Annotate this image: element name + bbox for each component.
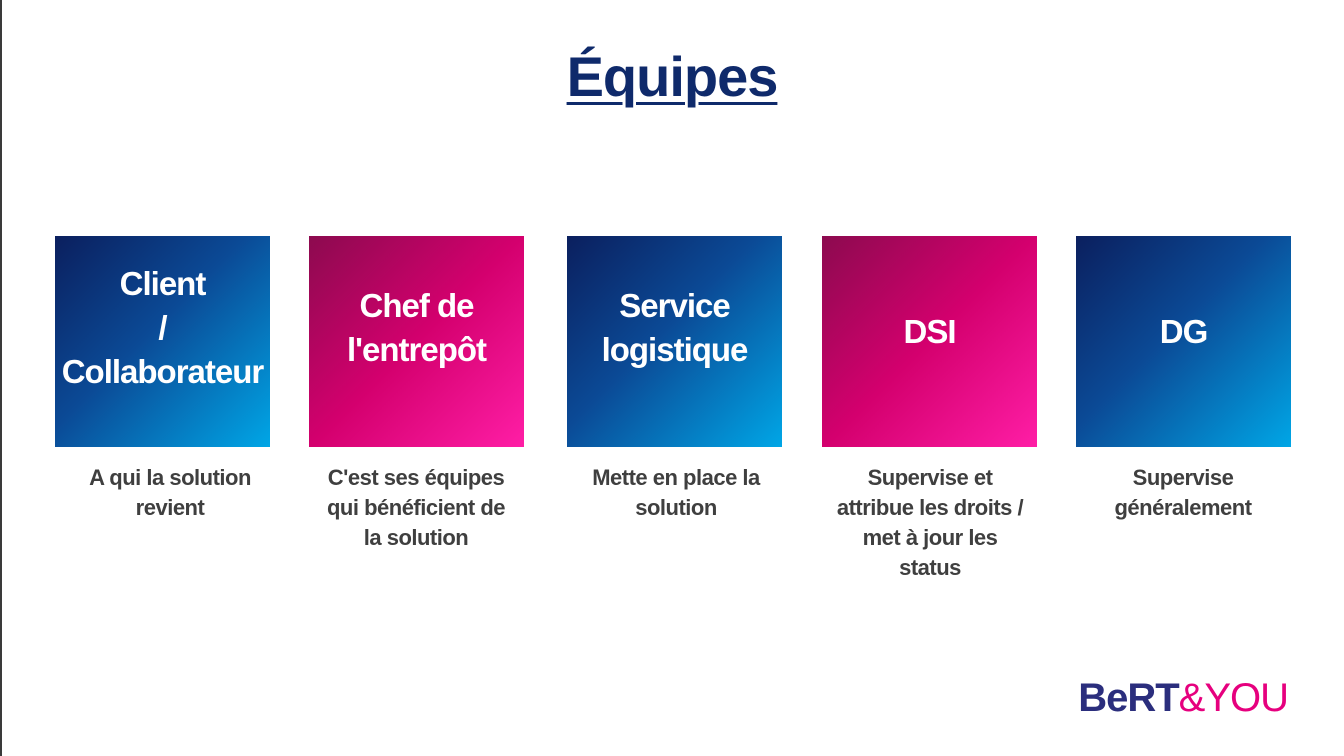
team-card-label: DG	[1159, 312, 1208, 350]
team-card-client: Client / Collaborateur	[55, 236, 270, 447]
team-card-dsi: DSI	[822, 236, 1037, 447]
team-card-label: Client / Collaborateur	[61, 264, 265, 390]
team-card-service-logistique: Service logistique	[567, 236, 782, 447]
bert-and-you-logo: BeRT&YOU	[1078, 676, 1289, 721]
team-description-dg: Supervise généralement	[1114, 465, 1252, 520]
logo-part-bert: BeRT	[1078, 676, 1179, 720]
team-description-dsi: Supervise et attribue les droits / met à…	[836, 465, 1024, 580]
logo-part-you: &YOU	[1178, 676, 1289, 720]
team-card-label: DSI	[903, 312, 956, 350]
team-description-chef-entrepot: C'est ses équipes qui bénéficient de la …	[326, 465, 506, 550]
team-description-client: A qui la solution revient	[89, 465, 251, 520]
slide-title: Équipes	[0, 44, 1344, 109]
team-card-chef-entrepot: Chef de l'entrepôt	[309, 236, 524, 447]
team-card-label: Service logistique	[601, 286, 749, 368]
slide-title-text: Équipes	[566, 45, 779, 108]
slide-left-border	[0, 0, 2, 756]
team-description-service-logistique: Mette en place la solution	[592, 465, 760, 520]
team-card-dg: DG	[1076, 236, 1291, 447]
team-card-label: Chef de l'entrepôt	[346, 286, 487, 368]
